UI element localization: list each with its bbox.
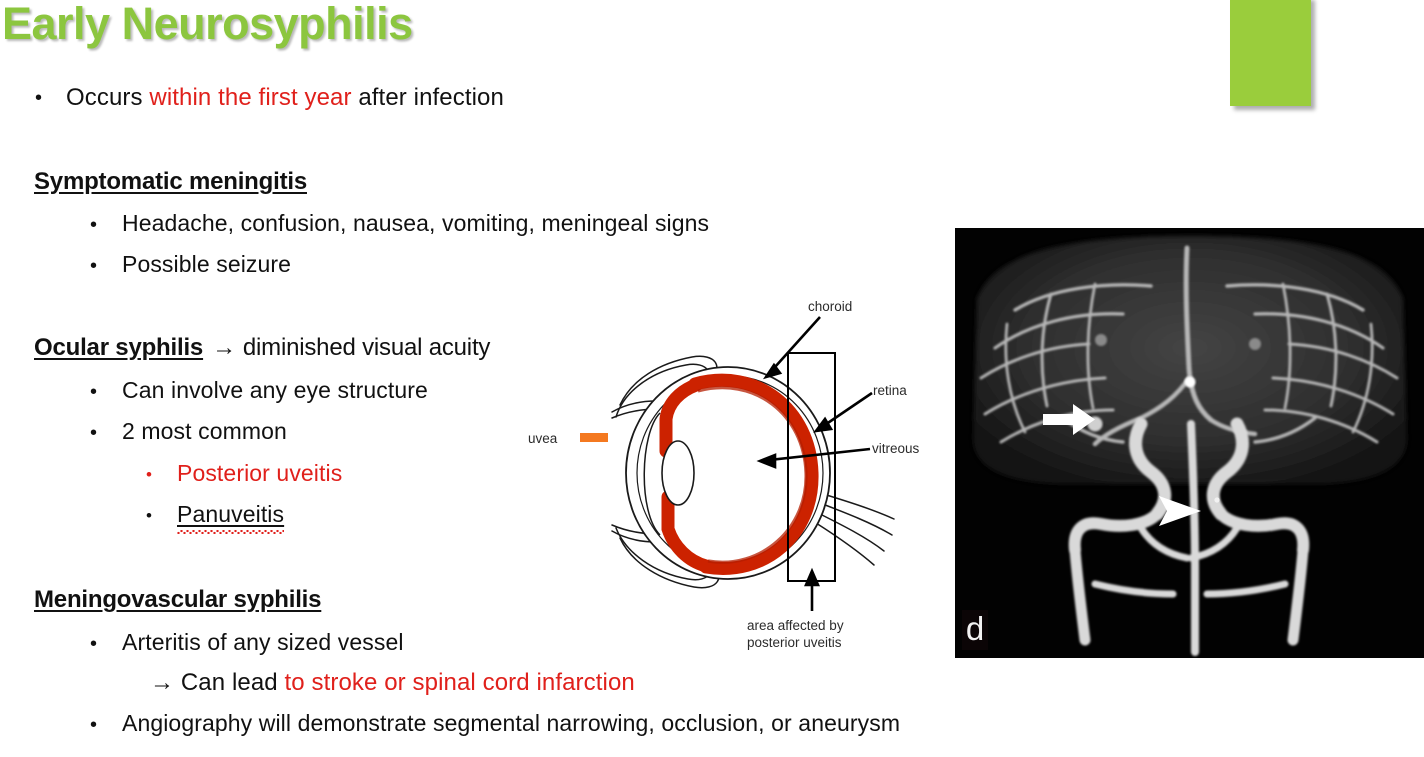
section-heading-symptomatic-meningitis: Symptomatic meningitis <box>34 168 307 196</box>
arrowhead-marker <box>1159 496 1201 526</box>
panuveitis-text: Panuveitis <box>177 501 285 527</box>
label-affected-line2: posterior uveitis <box>747 635 842 650</box>
bullet-marker: • <box>90 381 98 403</box>
list-item-panuveitis: Panuveitis <box>177 501 284 528</box>
eye-anatomy-diagram: choroid retina vitreous uvea area affect… <box>520 285 960 660</box>
section-heading-ocular-syphilis: Ocular syphilis →diminished visual acuity <box>34 334 490 362</box>
list-item: Possible seizure <box>122 251 292 277</box>
bullet-marker: • <box>90 422 98 444</box>
bullet-marker: • <box>146 465 152 484</box>
uvea-color-swatch <box>580 433 608 442</box>
page-title: Early Neurosyphilis <box>2 0 413 49</box>
arrow-line-highlight: to stroke or spinal cord infarction <box>284 669 635 696</box>
intro-highlight: within the first year <box>149 84 352 111</box>
section-heading-meningovascular-syphilis: Meningovascular syphilis <box>34 586 321 614</box>
label-vitreous: vitreous <box>872 441 920 456</box>
intro-prefix: Occurs <box>66 84 150 111</box>
heading-text: Ocular syphilis <box>34 334 204 361</box>
intro-suffix: after infection <box>351 84 504 111</box>
intro-line: Occurs within the first year after infec… <box>66 84 504 112</box>
heading-text: Symptomatic meningitis <box>34 168 307 195</box>
bullet-marker: • <box>90 255 98 277</box>
list-item: 2 most common <box>122 418 287 444</box>
bullet-marker: • <box>146 506 152 525</box>
list-item: Arteritis of any sized vessel <box>122 629 404 655</box>
heading-tail: diminished visual acuity <box>242 334 491 361</box>
heading-arrow-icon: → <box>212 334 236 361</box>
label-choroid: choroid <box>808 299 852 314</box>
decorative-accent-block <box>1230 0 1311 106</box>
heading-text: Meningovascular syphilis <box>34 586 322 613</box>
label-retina: retina <box>873 383 907 398</box>
bullet-marker: • <box>90 714 98 736</box>
list-item: Can involve any eye structure <box>122 377 428 403</box>
image-panel-label: d <box>962 610 988 650</box>
bullet-marker: • <box>35 87 43 109</box>
list-item: Angiography will demonstrate segmental n… <box>122 710 901 736</box>
bullet-marker: • <box>90 214 98 236</box>
list-item: Headache, confusion, nausea, vomiting, m… <box>122 210 710 236</box>
list-item-posterior-uveitis: Posterior uveitis <box>177 460 343 486</box>
arrow-icon: → <box>150 669 175 696</box>
label-affected-line1: area affected by <box>747 618 844 633</box>
arrow-line-prefix: Can lead <box>174 669 285 696</box>
arrow-marker <box>1043 404 1095 435</box>
mra-angiogram-image: d <box>955 228 1424 658</box>
bullet-marker: • <box>90 633 98 655</box>
stroke-consequence-line: → Can lead to stroke or spinal cord infa… <box>150 669 635 697</box>
label-uvea: uvea <box>528 431 558 446</box>
